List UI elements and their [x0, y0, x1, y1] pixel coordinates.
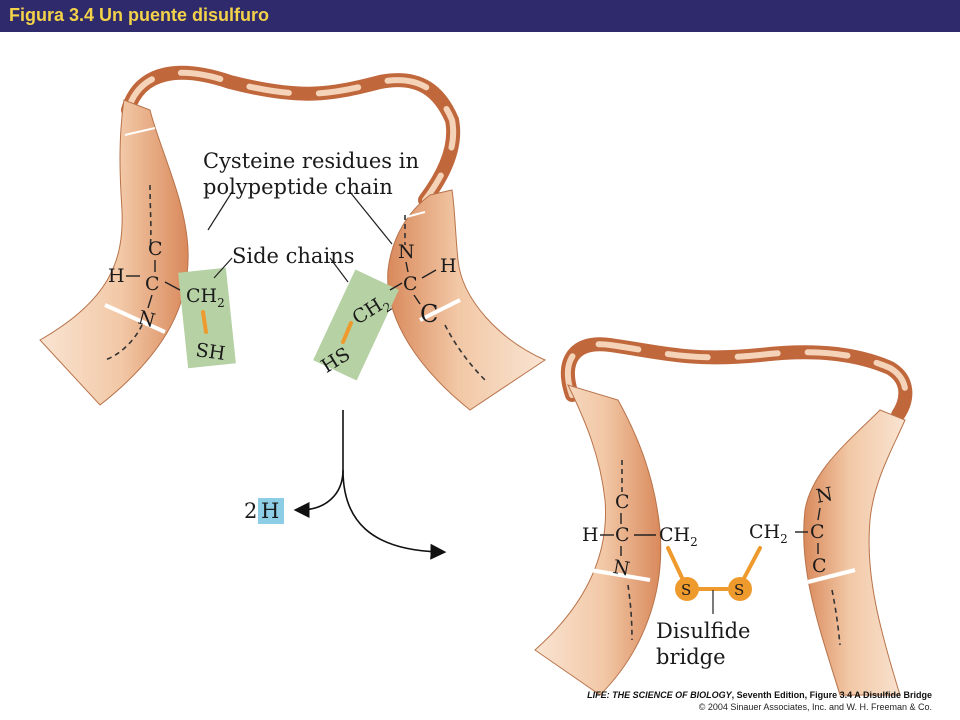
atom-c-alpha-left: C: [145, 273, 160, 295]
polypeptide-after: C H C CH2 N N CH2 C C S S Disulfid: [534, 337, 913, 696]
atom-ch2-left: CH2: [186, 285, 225, 310]
atom-sh-left: SH: [194, 339, 226, 365]
label-two-h-atom: H: [261, 499, 279, 523]
atom-h-after-left: H: [582, 524, 599, 546]
polypeptide-before: C H C N CH2 SH N C H C CH2 HS: [39, 65, 547, 411]
label-two-h-coefficient: 2: [244, 499, 257, 523]
label-disulfide-line1: Disulfide: [656, 619, 750, 643]
credit-line-1: LIFE: THE SCIENCE OF BIOLOGY, Seventh Ed…: [587, 690, 932, 700]
atom-c-alpha-right: C: [403, 273, 418, 295]
hydrogen-box: [258, 498, 284, 524]
label-side-chains: Side chains: [232, 244, 354, 268]
atom-n-right: N: [398, 241, 415, 263]
atom-ch2-after-right: CH2: [749, 521, 788, 546]
atom-c-upper-left: C: [148, 238, 163, 260]
sulfur-atom-right: [728, 577, 752, 601]
atom-n-after-right: N: [814, 483, 834, 508]
atom-c-alpha-after-right: C: [810, 521, 825, 543]
title-bar: Figura 3.4 Un puente disulfuro: [0, 0, 960, 32]
atom-ch2-after-left: CH2: [659, 524, 698, 549]
label-cysteine-residues-line1: Cysteine residues in: [203, 149, 419, 173]
side-chain-box-left: [178, 267, 236, 369]
sulfur-label-left: S: [681, 581, 691, 599]
ribbon-right-strand-before: [387, 189, 547, 411]
atom-c-alpha-after-left: C: [615, 524, 630, 546]
label-cysteine-residues-line2: polypeptide chain: [203, 175, 393, 199]
atom-c-lower-after-right: C: [812, 555, 827, 577]
sulfur-label-right: S: [734, 581, 744, 599]
label-disulfide-line2: bridge: [656, 645, 726, 669]
atom-c-upper-after-left: C: [615, 491, 630, 513]
atom-h-left: H: [108, 265, 125, 287]
ribbon-left-strand-after: [534, 384, 662, 696]
sulfur-atom-left: [675, 577, 699, 601]
atom-n-left: N: [136, 307, 158, 333]
sh-bond-right: [341, 321, 353, 344]
side-chain-box-right: [313, 269, 399, 381]
page-title: Figura 3.4 Un puente disulfuro: [9, 5, 270, 25]
sh-bond-left: [201, 310, 208, 334]
atom-n-after-left: N: [611, 556, 631, 581]
atom-h-right: H: [440, 255, 457, 277]
ribbon-left-strand-before: [39, 99, 189, 406]
reaction-arrows: 2 H: [244, 410, 447, 560]
atom-c-lower-right: C: [420, 300, 438, 328]
ribbon-right-strand-after: [803, 409, 906, 696]
credit-line-2: © 2004 Sinauer Associates, Inc. and W. H…: [698, 702, 932, 712]
